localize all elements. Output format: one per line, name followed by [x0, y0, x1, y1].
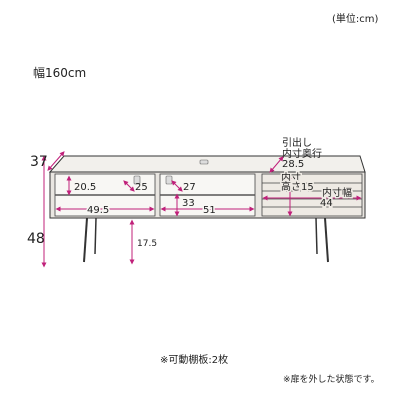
unit-note: (単位:cm): [332, 12, 379, 25]
leg-back-right: [315, 217, 318, 255]
comp2-lower-height-value: 33: [182, 198, 195, 209]
shelf-height-top-value: 20.5: [74, 182, 96, 193]
drawer-depth-arrow: [269, 156, 284, 173]
drawer-depth-label-1: 引出し: [282, 136, 312, 149]
comp2-upper-value: 27: [183, 182, 196, 193]
comp1-upper-value: 25: [135, 182, 148, 193]
leg-front-left: [83, 217, 88, 263]
door-note: ※扉を外した状態です。: [283, 373, 380, 385]
cable-hole-1: [133, 175, 141, 185]
cable-hole-3: [199, 159, 209, 165]
dimension-arrows: [41, 151, 362, 268]
shelf-note: ※可動棚板:2枚: [160, 353, 228, 366]
drawer-width-value: 44: [320, 198, 333, 209]
height-value: 48: [27, 231, 45, 247]
depth-value: 37: [30, 154, 48, 170]
leg-back-left: [94, 217, 97, 255]
leg-front-right: [324, 217, 329, 263]
drawer-depth-value: 28.5: [282, 159, 304, 170]
cable-hole-2: [165, 175, 173, 185]
width-label: 幅160cm: [33, 65, 86, 80]
comp1-upper-arrow: [123, 180, 135, 192]
drawer-depth-label-2: 内寸奥行: [282, 147, 322, 160]
comp2-lower-width-value: 51: [203, 205, 216, 216]
leg-height-value: 17.5: [137, 239, 157, 249]
drawer-height-label: 高さ15: [281, 180, 314, 193]
comp2-upper-arrow: [171, 180, 183, 192]
drawer-width-label: 内寸幅: [322, 186, 352, 199]
drawer-inner-label: 内寸: [281, 171, 301, 184]
shelf-height-bottom-value: 49.5: [87, 205, 109, 216]
drawer-section: [261, 173, 363, 217]
depth-arrow: [47, 151, 65, 171]
